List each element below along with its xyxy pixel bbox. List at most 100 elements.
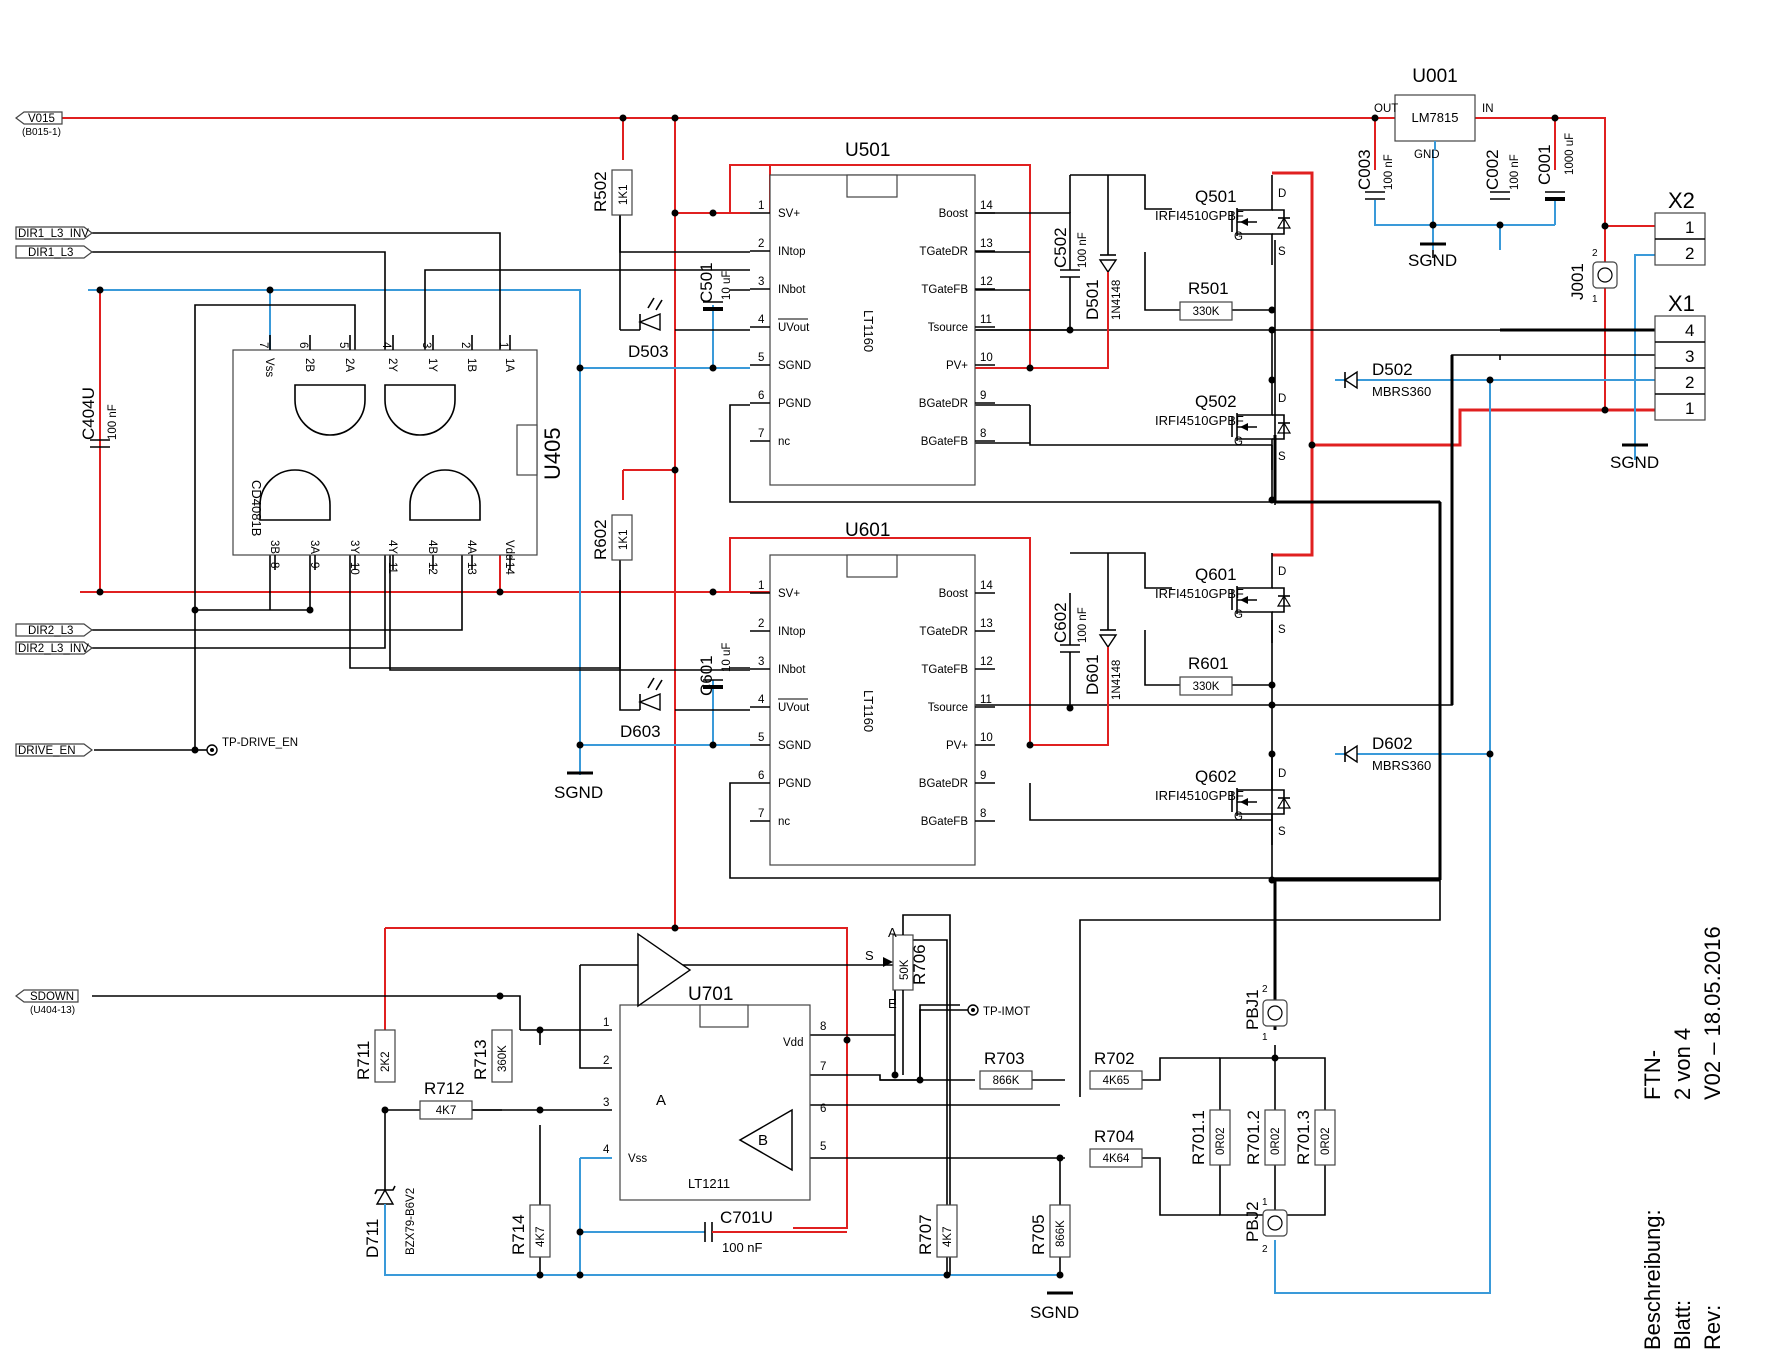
sgnd-label-bottom: SGND: [1030, 1303, 1079, 1322]
x1-pin3: 3: [1685, 347, 1694, 366]
mosfet-ref: Q502: [1195, 392, 1237, 411]
mosfet-s-label: S: [1278, 246, 1286, 258]
c701-val: 100 nF: [722, 1240, 763, 1255]
port-dir2-l3-inv-label: DIR2_L3_INV: [18, 643, 89, 655]
resistor-ref: R705: [1029, 1214, 1048, 1255]
regulator-in-label: IN: [1482, 103, 1494, 115]
c501-ref: C501: [697, 262, 716, 303]
shunt-value: 0R02: [1320, 1128, 1332, 1156]
capacitor-c602: C602 100 nF: [1051, 593, 1089, 708]
driver-pin-num: 12: [980, 656, 993, 668]
c601-ref: C601: [697, 655, 716, 696]
driver-pin-label: INbot: [778, 664, 806, 676]
port-v015[interactable]: V015 (B015-1): [15, 111, 63, 138]
signal-ground-net: [88, 150, 1655, 1294]
port-dir2-l3[interactable]: DIR2_L3: [15, 623, 93, 637]
jumper-pbj1[interactable]: PBJ1 2 1: [1243, 984, 1288, 1043]
r602-val: 1K1: [618, 530, 630, 550]
u405-pin-num: 8: [268, 562, 280, 568]
and-gate-1: [384, 384, 456, 436]
resistor-ref: R702: [1094, 1049, 1135, 1068]
jumper-j001[interactable]: J001 2 1: [1568, 248, 1618, 305]
u701-vdd: Vdd: [783, 1037, 803, 1049]
capacitor-c001: C001 1000 uF: [1535, 133, 1576, 201]
u405-pin-name: 1B: [465, 358, 477, 372]
driver-pin-num: 14: [980, 580, 993, 592]
u501-ref: U501: [845, 140, 890, 161]
resistor-ref: R713: [471, 1039, 490, 1080]
testpoint-imot[interactable]: TP-IMOT: [919, 1004, 1030, 1080]
driver-pin-num: 5: [758, 732, 764, 744]
port-dir1-l3-inv[interactable]: DIR1_L3_INV: [15, 226, 93, 240]
driver-pin-num: 7: [758, 808, 764, 820]
u405-pin-num: 6: [297, 342, 309, 348]
driver-pin-num: 5: [758, 352, 764, 364]
u405-pin-name: Vss: [263, 358, 275, 377]
u405-pin-name: 1A: [503, 358, 515, 372]
d603-ref: D603: [620, 722, 661, 741]
resistor-ref: R703: [984, 1049, 1025, 1068]
d601-ref: D601: [1083, 654, 1102, 695]
driver-u601: U601 LT1160 1SV+2INtop3INbot4UVout5SGND6…: [750, 520, 995, 866]
mosfet-part: IRFI4510GPBF: [1155, 413, 1244, 428]
potentiometer-r706[interactable]: 50K R706 A S E: [865, 914, 951, 1275]
u701-pin-num: 7: [820, 1061, 826, 1073]
x1-pin2: 2: [1685, 373, 1694, 392]
c601-val: 10 uF: [721, 643, 733, 672]
port-dir2-l3-inv[interactable]: DIR2_L3_INV: [15, 641, 93, 655]
driver-pin-label: BGateFB: [921, 816, 969, 828]
driver-pin-num: 13: [980, 238, 993, 250]
jumper-pbj2[interactable]: PBJ2 1 2: [1243, 1197, 1288, 1255]
mosfet-g-label: G: [1234, 811, 1243, 823]
driver-pin-label: SGND: [778, 740, 811, 752]
c002-val: 100 nF: [1509, 154, 1521, 190]
port-drive-en[interactable]: DRIVE_EN: [15, 743, 93, 757]
u405-pin-num: 9: [308, 562, 320, 568]
driver-pin-label: INtop: [778, 626, 806, 638]
x1-ref: X1: [1668, 291, 1695, 316]
r706-val: 50K: [899, 959, 911, 980]
u405-pin-num: 12: [426, 562, 438, 575]
r601-val: 330K: [1193, 681, 1220, 693]
driver-pin-label: BGateDR: [919, 398, 968, 410]
testpoint-drive-en[interactable]: TP-DRIVE_EN: [195, 737, 298, 756]
u601-pins: 1SV+2INtop3INbot4UVout5SGND6PGND7nc14Boo…: [750, 580, 995, 828]
port-dir1-l3[interactable]: DIR1_L3: [15, 245, 93, 259]
u405-pin-name: 4A: [465, 540, 477, 554]
c404-ref: C404U: [79, 387, 98, 440]
driver-pin-label: PGND: [778, 398, 811, 410]
x2-ref: X2: [1668, 188, 1695, 213]
regulator-part: LM7815: [1412, 110, 1459, 125]
u405-pin-num: 13: [465, 562, 477, 575]
sgnd-label-x1: SGND: [1610, 453, 1659, 472]
pbj2-pin2: 2: [1262, 1244, 1268, 1255]
driver-pin-label: BGateFB: [921, 436, 969, 448]
d601-part: 1N4148: [1111, 660, 1123, 700]
shunt-r7013: 0R02 R701.3: [1294, 1109, 1336, 1166]
r601-ref: R601: [1188, 654, 1229, 673]
u701-pin-num: 8: [820, 1021, 826, 1033]
d501-part: 1N4148: [1111, 280, 1123, 320]
resistor-value: 866K: [993, 1075, 1020, 1087]
d501-ref: D501: [1083, 279, 1102, 320]
driver-pin-label: TGateFB: [921, 664, 968, 676]
driver-pin-label: TGateDR: [919, 626, 968, 638]
shunt-ref: R701.3: [1294, 1110, 1313, 1165]
u405-pin-name: 3A: [308, 540, 320, 554]
capacitor-c404u: C404U 100 nF: [79, 387, 119, 448]
regulator-u001: U001 LM7815 OUT IN GND: [1374, 66, 1494, 161]
u405-pin-name: 1Y: [426, 358, 438, 372]
port-sdown[interactable]: SDOWN (U404-13): [15, 989, 79, 1016]
driver-pin-num: 2: [758, 618, 764, 630]
u701-pin-num: 5: [820, 1141, 826, 1153]
x2-pin2: 2: [1685, 244, 1694, 263]
capacitor-c601: C601 10 uF: [697, 643, 733, 696]
